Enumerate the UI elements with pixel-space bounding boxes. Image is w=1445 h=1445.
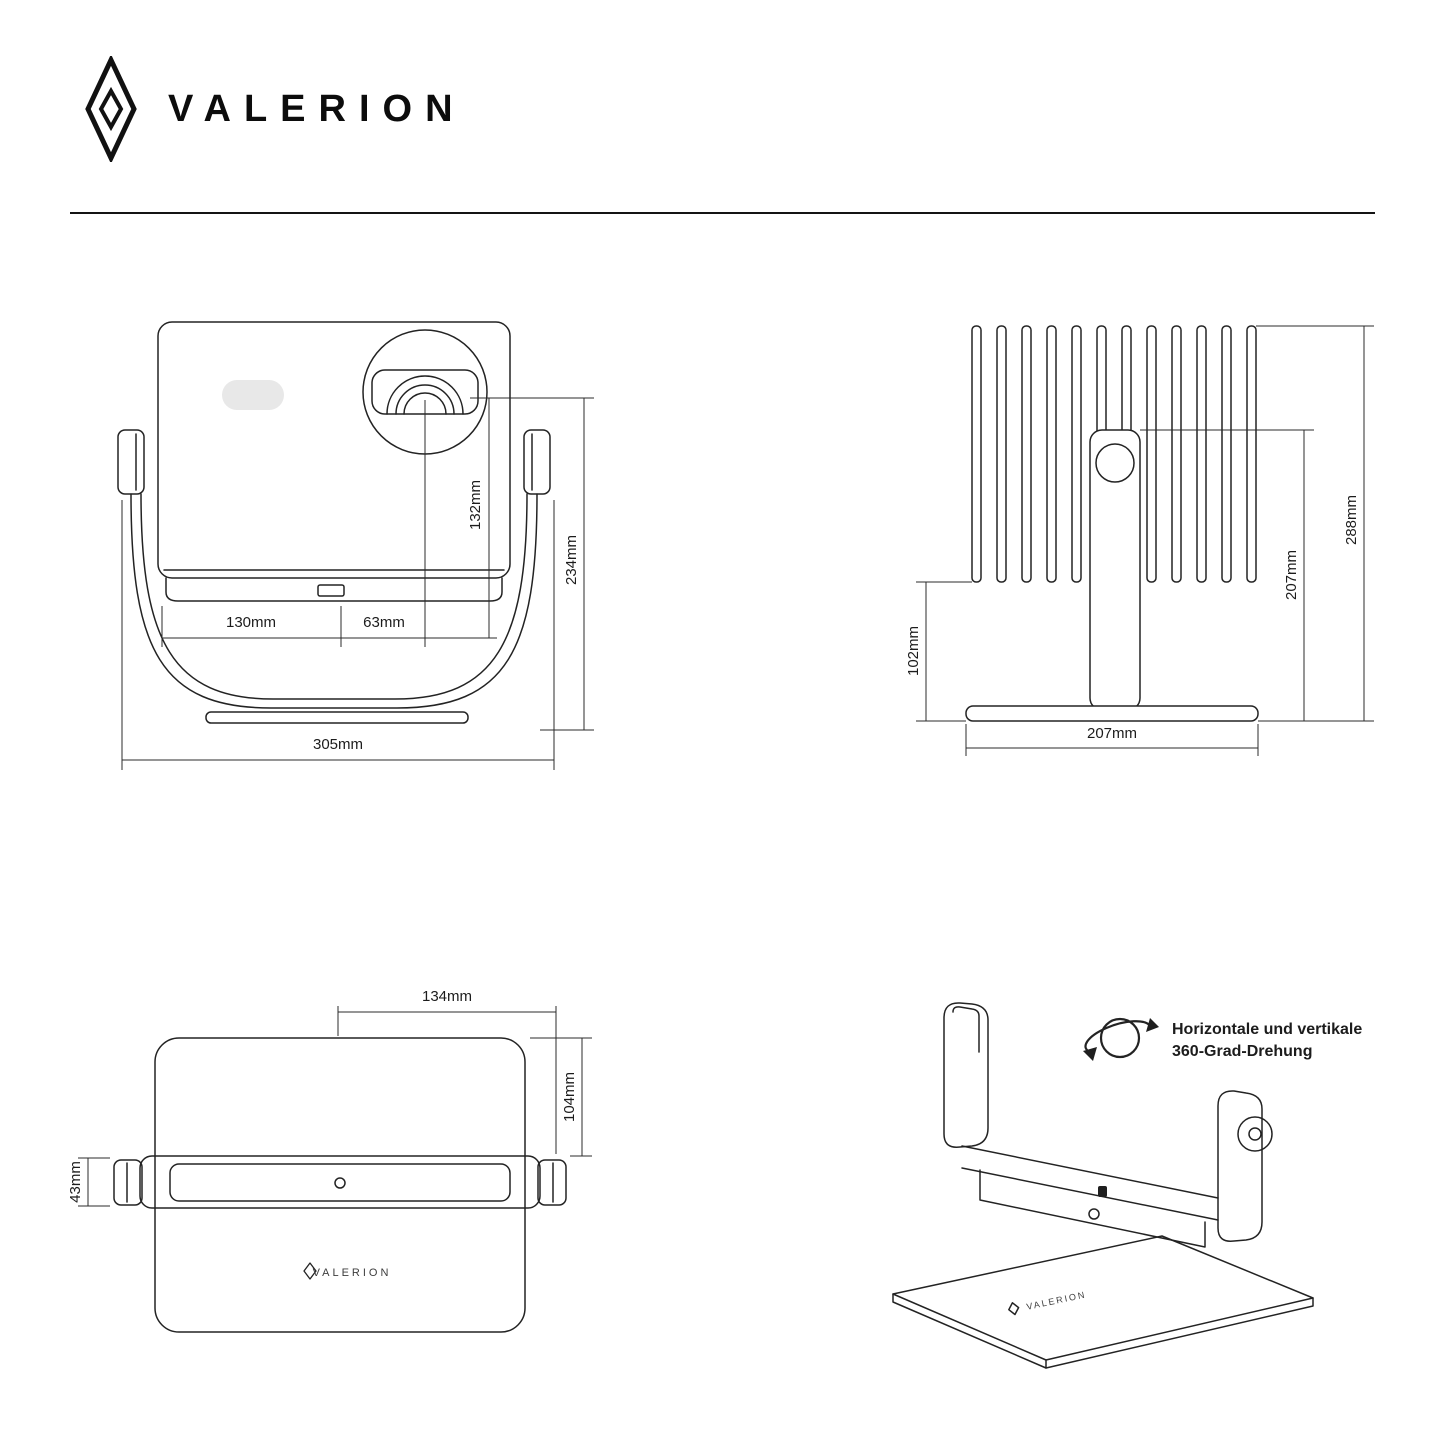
rotation-360-icon <box>1083 1017 1159 1061</box>
iso-base-logo-text: VALERION <box>1026 1289 1088 1311</box>
dim-label-104mm: 104mm <box>561 1072 578 1122</box>
dim-label-63mm: 63mm <box>363 614 405 631</box>
iso-caption-line1: Horizontale und vertikale <box>1172 1021 1362 1038</box>
top-mini-logo-diamond-icon <box>303 1262 317 1280</box>
header-divider <box>70 212 1375 214</box>
dim-label-305mm: 305mm <box>313 736 363 753</box>
dim-label-207mm-height: 207mm <box>1283 550 1300 600</box>
front-view-drawing <box>117 321 551 724</box>
front-stand-base <box>130 493 538 724</box>
side-view-drawing <box>965 325 1259 722</box>
dim-label-288mm: 288mm <box>1343 495 1360 545</box>
top-crossbar <box>139 1155 541 1209</box>
front-view-dimension-lines <box>121 397 594 770</box>
iso-right-arm <box>1217 1090 1273 1242</box>
top-mini-logo-text: VALERION <box>313 1267 392 1279</box>
front-notch <box>317 584 345 597</box>
iso-left-arm <box>943 1002 989 1148</box>
iso-view-drawing <box>892 1002 1314 1369</box>
dim-label-102mm: 102mm <box>905 626 922 676</box>
valerion-logo-icon <box>85 56 137 162</box>
iso-base-logo-diamond-icon <box>1008 1302 1020 1316</box>
dim-label-134mm: 134mm <box>422 988 472 1005</box>
side-view-dimension-lines <box>916 325 1374 756</box>
side-pivot-knob <box>1095 443 1135 483</box>
dim-label-43mm: 43mm <box>67 1161 84 1203</box>
header: VALERION <box>84 56 466 162</box>
dim-label-130mm: 130mm <box>226 614 276 631</box>
iso-lock-knob-icon <box>1098 1186 1107 1197</box>
top-view-drawing <box>113 1037 567 1333</box>
front-vent <box>222 380 284 410</box>
top-view-dimension-lines <box>78 1006 592 1207</box>
iso-caption-line2: 360-Grad-Drehung <box>1172 1043 1312 1060</box>
dim-label-132mm: 132mm <box>467 480 484 530</box>
iso-base-logo: VALERION <box>1008 1289 1088 1316</box>
dim-label-234mm: 234mm <box>563 535 580 585</box>
side-stand-base <box>965 705 1259 722</box>
iso-crossbar <box>961 1145 1219 1248</box>
iso-base-plate <box>892 1235 1314 1369</box>
front-stand-arms <box>117 429 551 495</box>
dim-label-207mm-width: 207mm <box>1087 725 1137 742</box>
brand-name: VALERION <box>168 87 466 130</box>
top-side-knobs <box>113 1159 567 1206</box>
